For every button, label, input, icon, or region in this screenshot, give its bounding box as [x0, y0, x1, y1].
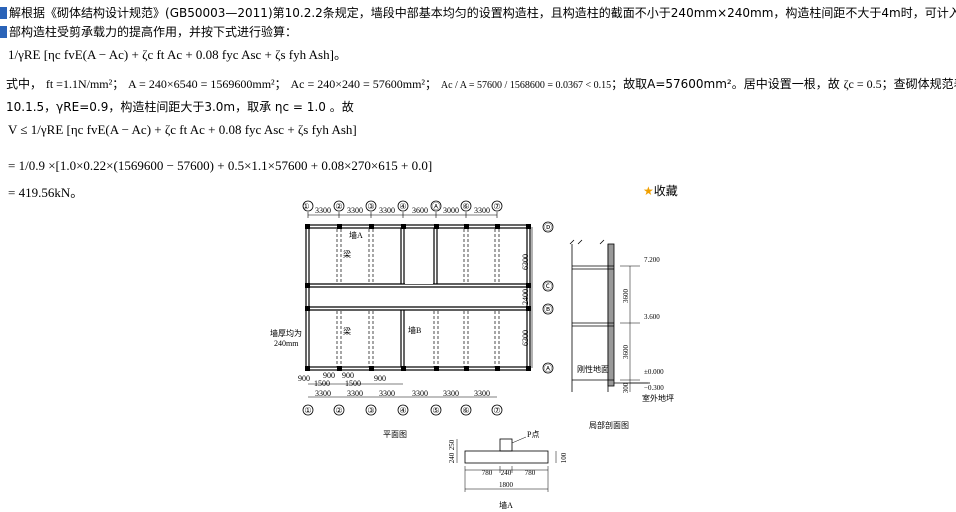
- level-7200: 7.200: [644, 256, 660, 264]
- floor-plan: [302, 200, 554, 416]
- axis-top: [302, 200, 503, 212]
- label-wall-b: 墙B: [408, 325, 421, 335]
- star-icon: ★: [643, 184, 654, 198]
- label-point-p: P点: [527, 430, 539, 439]
- axis-right-A: Ⓐ: [544, 364, 552, 373]
- label-beam-2: 梁: [343, 327, 351, 336]
- axis-top-5: Ⓐ: [432, 202, 440, 211]
- dim-detail-4: 900: [374, 374, 386, 383]
- axis-bottom-2: ②: [335, 406, 342, 415]
- label-wall-a: 墙A: [349, 230, 363, 240]
- plan-title: 平面图: [383, 430, 407, 439]
- section-title: 局部剖面图: [589, 420, 629, 430]
- constructional-columns: [305, 224, 531, 371]
- label-beam-1: 梁: [343, 250, 351, 259]
- detail-dim-right: 100: [560, 452, 568, 463]
- formula-2: V ≤ 1/γRE [ηc fvE(A − Ac) + ζc ft Ac + 0…: [8, 122, 357, 137]
- dim-detail-2: 900: [323, 371, 335, 380]
- dim-right-3: 6300: [521, 330, 530, 346]
- axis-right-D: Ⓓ: [544, 223, 552, 232]
- answer-marker-icon: [0, 7, 7, 19]
- axis-bottom-6: ⑥: [462, 406, 469, 415]
- dim-bottom-6: 3300: [474, 389, 490, 398]
- detail-dim-780-left: 780: [482, 469, 493, 477]
- answer-marker-icon: [0, 26, 7, 38]
- level-minus-300: −0.300: [644, 384, 664, 392]
- label-outdoor-ground: 室外地坪: [642, 393, 674, 403]
- axis-right-B: Ⓑ: [544, 305, 552, 314]
- axis-bottom-5: ⑤: [432, 406, 439, 415]
- dim-top-1: 3300: [315, 206, 331, 215]
- axis-top-3: ③: [367, 202, 374, 211]
- axis-bottom-1: ①: [304, 406, 311, 415]
- wall-a-detail: [456, 436, 557, 492]
- axis-bottom: [302, 404, 503, 416]
- result: = 419.56kN。: [8, 185, 84, 200]
- dim-bottom-2: 3300: [347, 389, 363, 398]
- detail-dim-total: 1800: [499, 481, 514, 489]
- formula-3: = 1/0.9 ×[1.0×0.22×(1569600 − 57600) + 0…: [8, 158, 433, 173]
- level-0: ±0.000: [644, 368, 664, 376]
- section-dim-3: 300: [622, 382, 630, 393]
- dim-detail-3: 900: [342, 371, 354, 380]
- level-3600: 3.600: [644, 313, 660, 321]
- label-thickness-2: 240mm: [274, 339, 299, 348]
- dim-top-2: 3300: [347, 206, 363, 215]
- label-rigid-floor: 刚性地面: [577, 364, 609, 374]
- label-thickness-1: 墙厚均为: [270, 328, 302, 338]
- dim-right-2: 2400: [521, 289, 530, 305]
- axis-right-C: Ⓒ: [544, 282, 552, 291]
- detail-dim-240: 240: [501, 469, 512, 477]
- section-labels: 7.200 3.600 ±0.000 −0.300 3600 3600 300 …: [577, 256, 674, 430]
- dim-bottom-3: 3300: [379, 389, 395, 398]
- dim-detail-1: 900: [298, 374, 310, 383]
- dim-top-6: 3300: [474, 206, 490, 215]
- axis-bottom-3: ③: [367, 406, 374, 415]
- axis-top-2: ②: [335, 202, 342, 211]
- dim-top-4: 3600: [412, 206, 428, 215]
- dim-detail-5: 1500: [314, 379, 330, 388]
- solution-line-4: 10.1.5，γRE=0.9，构造柱间距大于3.0m，取承 ηc = 1.0 。…: [6, 100, 354, 114]
- solution-line-3: 式中， ft =1.1N/mm²； A = 240×6540 = 1569600…: [6, 77, 956, 91]
- axis-bottom-7: ⑦: [493, 406, 500, 415]
- solution-line-2: 部构造柱受剪承载力的提高作用，并按下式进行验算：: [0, 23, 297, 40]
- dim-top-5: 3000: [443, 206, 459, 215]
- detail-dim-v-240: 240: [448, 452, 456, 463]
- section-dim-2: 3600: [622, 345, 630, 360]
- favorite-button[interactable]: ★收藏: [643, 184, 678, 198]
- formula-1: 1/γRE [ηc fvE(A − Ac) + ζc ft Ac + 0.08 …: [8, 47, 347, 62]
- axis-top-4: ④: [399, 202, 406, 211]
- axis-top-6: ⑥: [462, 202, 469, 211]
- detail-title: 墙A: [499, 500, 513, 510]
- axis-right: [542, 221, 554, 374]
- dim-right-1: 6300: [521, 254, 530, 270]
- dim-bottom-1: 3300: [315, 389, 331, 398]
- dim-bottom-4: 3300: [412, 389, 428, 398]
- dim-detail-6: 1500: [345, 379, 361, 388]
- beams: [336, 229, 500, 367]
- walls: [305, 224, 531, 371]
- plan-labels: ① ② ③ ④ Ⓐ ⑥ ⑦ 3300 3300 3300 3600 3000 3…: [270, 202, 552, 439]
- axis-bottom-4: ④: [399, 406, 406, 415]
- solution-line-1: 解根据《砌体结构设计规范》(GB50003—2011)第10.2.2条规定，墙段…: [0, 4, 956, 21]
- detail-dim-780-right: 780: [525, 469, 536, 477]
- axis-top-7: ⑦: [493, 202, 500, 211]
- dim-bottom-5: 3300: [443, 389, 459, 398]
- wall-a-labels: 240 250 100 P点 780 240 780 1800 墙A: [448, 430, 568, 510]
- dim-top-3: 3300: [379, 206, 395, 215]
- section-dim-1: 3600: [622, 289, 630, 304]
- section-view: [569, 239, 650, 392]
- axis-top-1: ①: [302, 202, 309, 211]
- detail-dim-v-250: 250: [448, 439, 456, 450]
